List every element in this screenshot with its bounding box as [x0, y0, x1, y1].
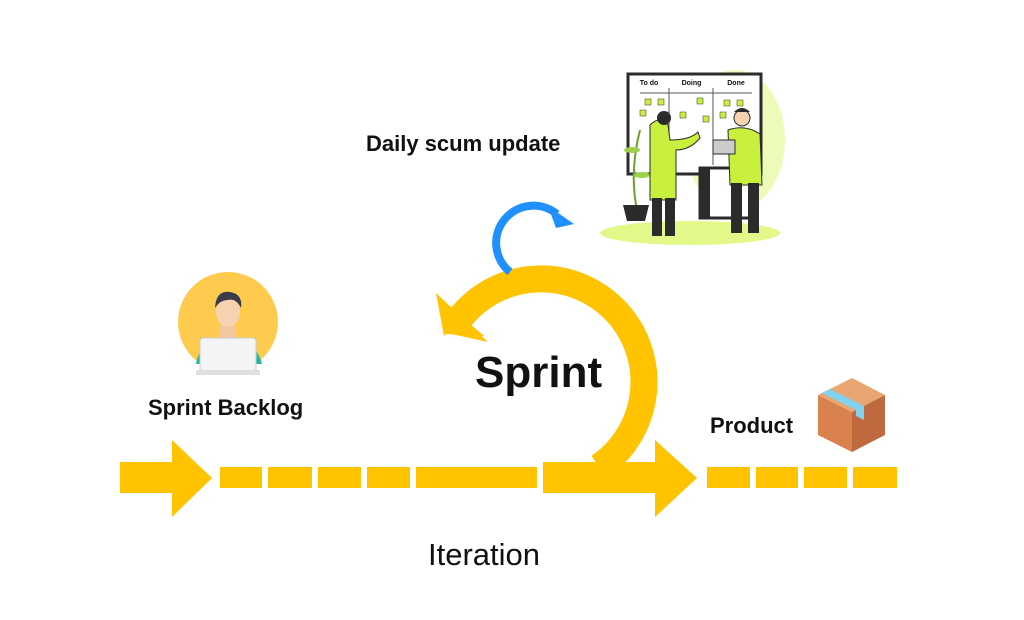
- daily-scrum-illustration: [600, 70, 785, 245]
- sprint-backlog-label: Sprint Backlog: [148, 395, 304, 420]
- daily-scrum-label: Daily scum update: [366, 131, 561, 156]
- board-column-doing: Doing: [681, 80, 702, 87]
- sprint-loop-arrow: [436, 265, 658, 479]
- iteration-dashes-left: [220, 467, 537, 488]
- product-label: Product: [710, 413, 794, 438]
- developer-avatar: [178, 272, 278, 375]
- sprint-label: Sprint: [475, 348, 603, 397]
- product-box-icon: [818, 378, 885, 452]
- board-column-done: Done: [727, 80, 745, 87]
- output-arrow: [543, 440, 697, 517]
- entry-arrow: [120, 440, 212, 517]
- iteration-label: Iteration: [428, 537, 541, 572]
- daily-loop-arrow: [492, 201, 574, 276]
- iteration-dashes-right: [707, 467, 897, 488]
- board-column-todo: To do: [639, 80, 659, 87]
